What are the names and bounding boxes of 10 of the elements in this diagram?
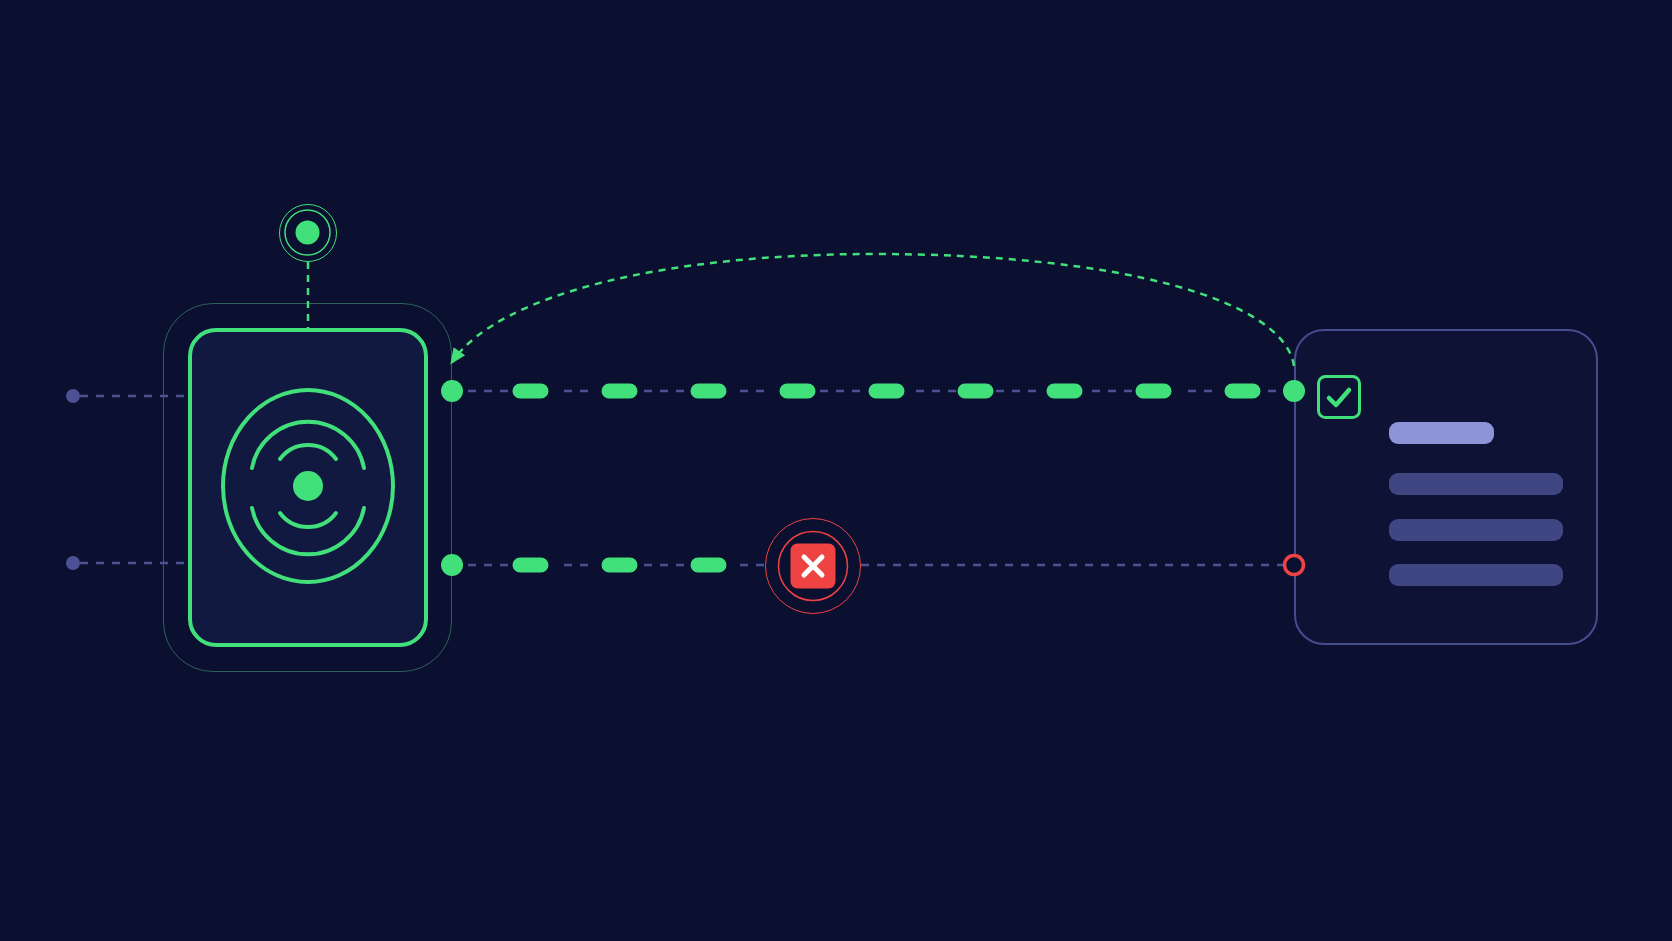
card-panel (1294, 329, 1598, 645)
connector-line (441, 554, 765, 576)
endpoint-dot (66, 556, 80, 570)
device-outline (163, 303, 452, 672)
endpoint-dot (66, 389, 80, 403)
device-panel (187, 327, 428, 647)
arrow (450, 252, 1296, 367)
connector-line (306, 262, 310, 328)
connector-line (861, 553, 1306, 577)
connector-line (441, 380, 1305, 402)
